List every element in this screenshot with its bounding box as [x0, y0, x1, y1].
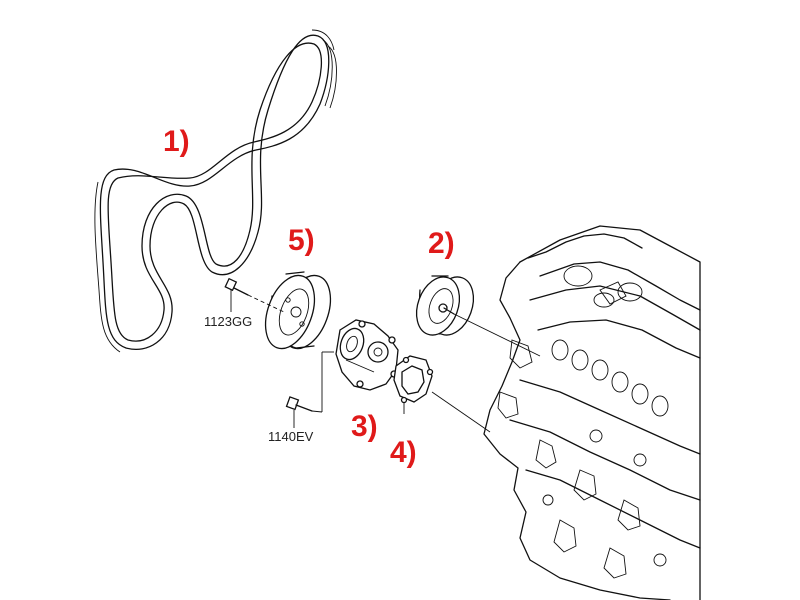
- callout-water-pump: 3): [351, 410, 378, 443]
- part-numbers: 1123GG 1140EV: [204, 314, 314, 444]
- callout-idler-pulley: 5): [288, 224, 315, 257]
- idler-pulley: [264, 271, 332, 350]
- callout-tensioner-pulley: 2): [428, 227, 455, 260]
- tensioner-pulley: [415, 275, 541, 357]
- part-number-pump-bolt: 1140EV: [268, 429, 314, 444]
- part-number-pulley-bolt: 1123GG: [204, 314, 252, 329]
- cylinder-ports: [551, 339, 669, 417]
- drive-belt: [94, 29, 337, 353]
- gasket: [393, 355, 491, 433]
- engine-block: [483, 225, 701, 600]
- callout-gasket: 4): [390, 436, 417, 469]
- idler-bolt: [224, 277, 285, 313]
- callouts: 1) 2) 3) 4) 5): [163, 125, 455, 469]
- water-pump: [335, 319, 399, 391]
- callout-belt: 1): [163, 125, 190, 158]
- pump-bolt: [285, 351, 334, 428]
